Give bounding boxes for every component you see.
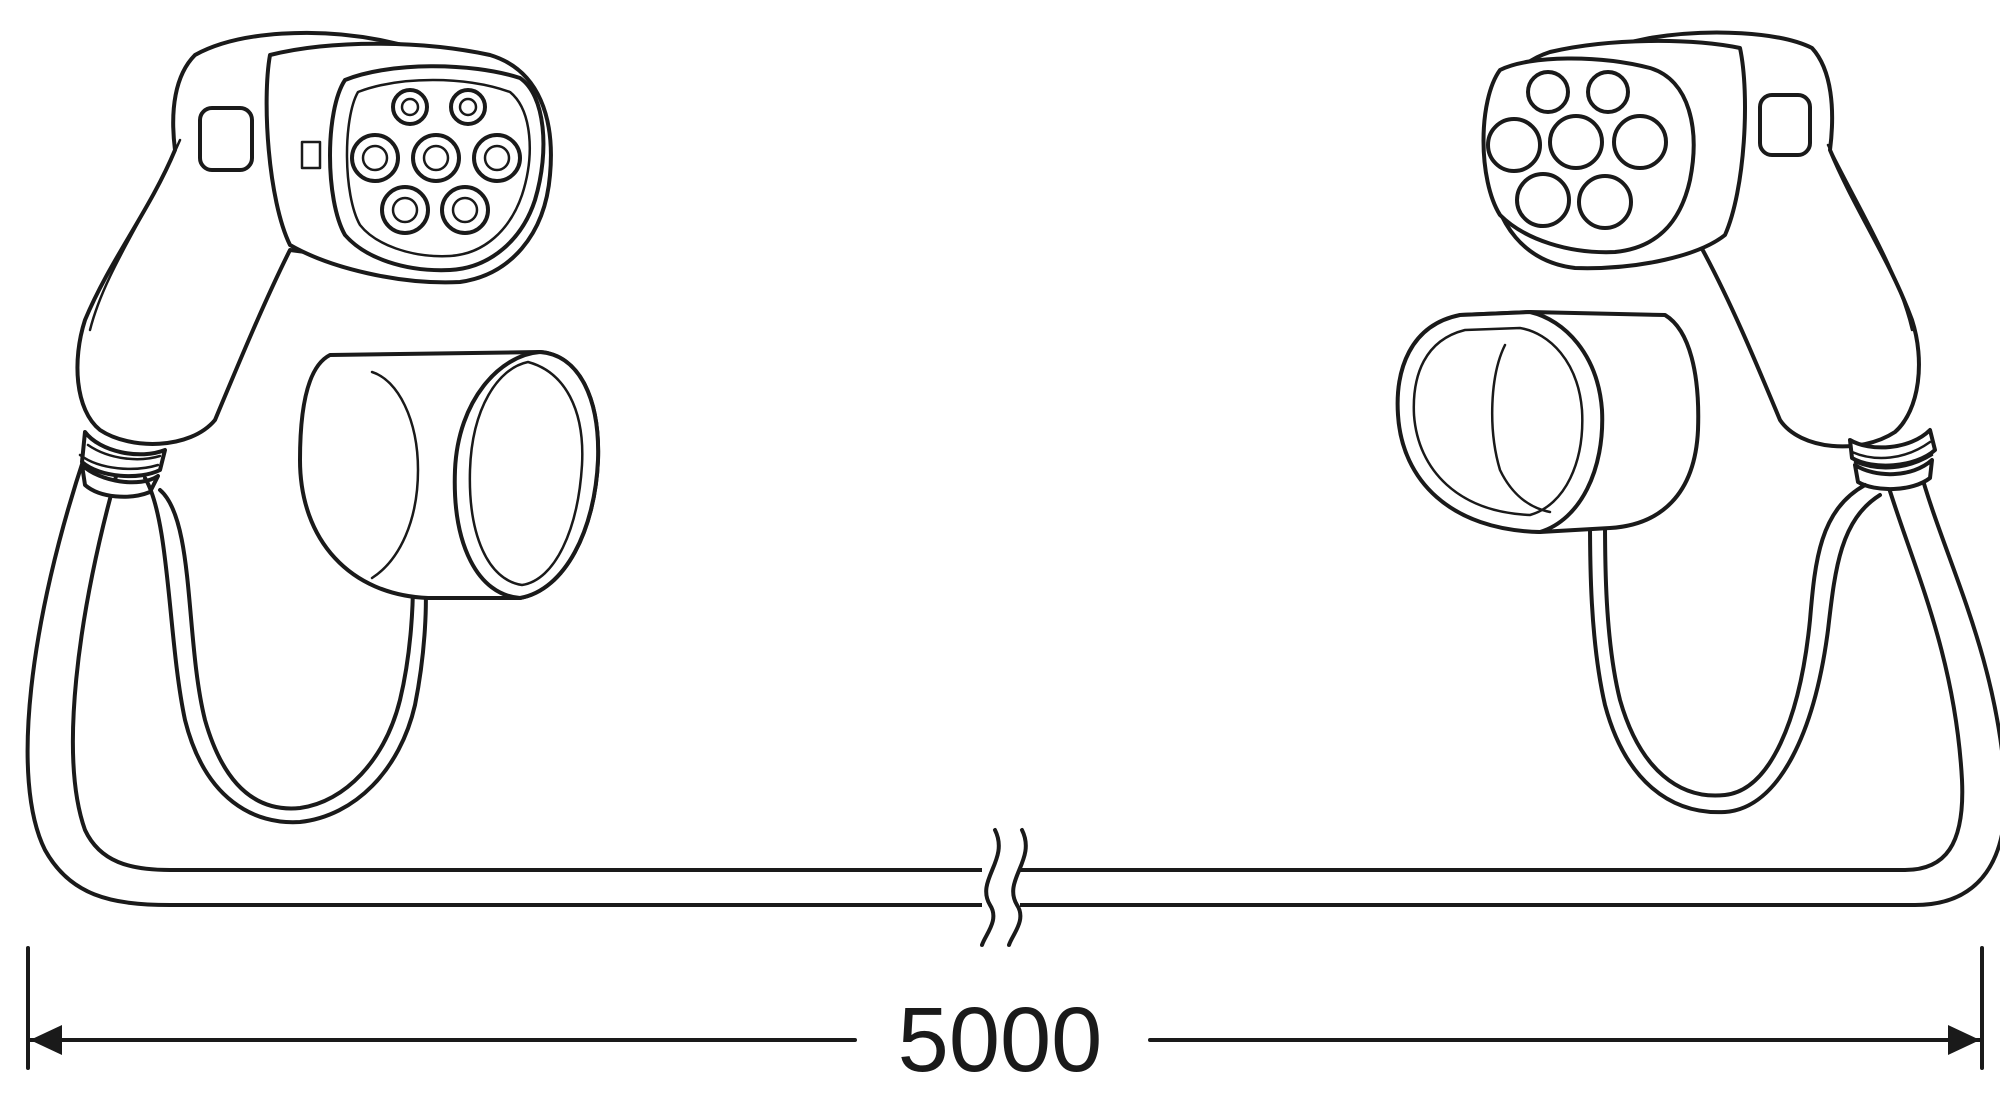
dimension-arrow-right [1948,1025,1980,1055]
right-plug-holes [1486,70,1668,230]
left-cap-tether [158,488,415,811]
left-plug-pins [350,88,522,235]
left-plug [75,30,553,499]
right-cap [1395,310,1882,815]
dimension-label: 5000 [860,985,1140,1095]
main-cable [25,453,2000,907]
right-cap-tether [1603,483,1867,798]
cable-break-symbol [980,828,1028,947]
left-plug-marker [300,140,322,170]
right-plug [1481,30,1937,492]
dimension-arrow-left [30,1025,62,1055]
left-cap [143,350,601,825]
dimension-line [26,946,1984,1070]
left-plug-button [198,106,254,172]
right-plug-collar [1848,428,1937,492]
left-plug-collar [78,430,167,499]
right-plug-button [1758,93,1812,157]
